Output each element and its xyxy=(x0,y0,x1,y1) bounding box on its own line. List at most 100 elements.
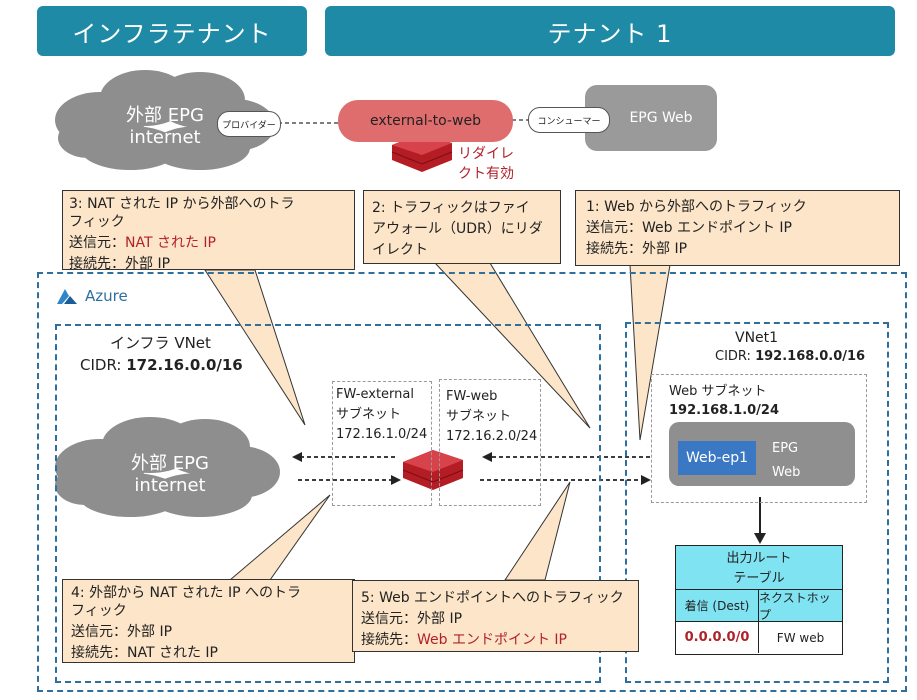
fw-external-subnet xyxy=(332,381,432,506)
route-row-next: FW web xyxy=(759,622,842,653)
infra-vnet-label: インフラ VNet xyxy=(110,332,211,354)
route-arrow-head xyxy=(754,533,766,544)
web-subnet-title: Web サブネット xyxy=(669,384,767,399)
infra-cidr: CIDR: 172.16.0.0/16 xyxy=(80,356,243,374)
callout-5-dst-value: Web エンドポイント IP xyxy=(417,632,567,648)
callout-2-line2: アウォール（UDR）にリダ xyxy=(372,221,543,237)
fw-external-subnet-text: サブネット xyxy=(336,407,402,422)
fw-external-title: FW-external xyxy=(336,387,414,402)
redirect-enabled-label: リダイレ クト有効 xyxy=(458,144,514,184)
vnet1-label: VNet1 xyxy=(735,330,778,346)
traffic-arrows xyxy=(298,456,650,481)
consumer-label: コンシューマー xyxy=(528,107,610,133)
vnet1-cidr-value: 192.168.0.0/16 xyxy=(755,349,866,364)
route-col-next-text: ネクストホップ xyxy=(759,590,831,622)
tenant1-banner: テナント 1 xyxy=(325,6,895,56)
azure-label: Azure xyxy=(55,287,128,305)
azure-logo-icon xyxy=(57,289,77,304)
fw-web-label: FW-web サブネット 172.16.2.0/24 xyxy=(446,387,537,447)
infra-cidr-label: CIDR: xyxy=(80,356,127,374)
route-table-columns: 着信 (Dest) ネクストホップ xyxy=(676,590,842,622)
consumer-text: コンシューマー xyxy=(537,116,601,127)
callout-4-line4: 接続先：NAT された IP xyxy=(71,645,218,661)
vnet1-box xyxy=(625,322,889,683)
route-table-header: 出力ルート テーブル xyxy=(676,546,842,590)
callout-3: 3: NAT された IP から外部へのトラ フィック 送信元：NAT された … xyxy=(62,190,355,272)
route-table: 出力ルート テーブル 着信 (Dest) ネクストホップ 0.0.0.0/0 F… xyxy=(675,545,843,655)
external-epg-internet: internet xyxy=(129,127,201,148)
redirect-line2: クト有効 xyxy=(458,166,514,182)
infra-tenant-banner: インフラテナント xyxy=(37,6,307,56)
contract-external-to-web: external-to-web xyxy=(338,100,513,142)
callout-3-dst: 接続先：外部 IP xyxy=(69,256,171,272)
vnet1-title: VNet1 xyxy=(735,330,779,346)
callout-5-dst-label: 接続先： xyxy=(361,632,417,648)
contract-text: external-to-web xyxy=(370,113,481,129)
web-inner-text: Web xyxy=(772,465,801,480)
callout-2-line1: 2: トラフィックはファイ xyxy=(372,200,530,216)
infra-tenant-title: インフラテナント xyxy=(72,19,272,48)
callout-5: 5: Web エンドポイントへのトラフィック 送信元：外部 IP 接続先：Web… xyxy=(352,580,639,652)
callout-5-dst: 接続先：Web エンドポイント IP xyxy=(361,630,630,651)
azure-text: Azure xyxy=(85,287,128,305)
callout-1: 1: Web から外部へのトラフィック 送信元：Web エンドポイント IP 接… xyxy=(575,190,900,266)
azure-container xyxy=(37,272,907,692)
route-col-dest-text: 着信 (Dest) xyxy=(684,599,750,613)
callout-3-line2: フィック xyxy=(69,214,125,230)
web-ep1-box: Web-ep1 xyxy=(678,441,756,475)
route-row-next-text: FW web xyxy=(776,630,825,645)
web-subnet-cidr: 192.168.1.0/24 xyxy=(669,403,780,418)
top-external-epg-label: 外部 EPG internet xyxy=(100,105,230,149)
infra-external-epg-text: 外部 EPG xyxy=(131,453,209,474)
firewall-icon-middle xyxy=(402,450,464,490)
fw-web-cidr: 172.16.2.0/24 xyxy=(446,429,538,444)
epg-inner-text: EPG xyxy=(772,441,799,456)
callout-2: 2: トラフィックはファイ アウォール（UDR）にリダ イレクト xyxy=(363,190,561,264)
route-col-next: ネクストホップ xyxy=(759,590,842,622)
route-col-dest: 着信 (Dest) xyxy=(676,590,759,622)
vnet1-cidr: CIDR: 192.168.0.0/16 xyxy=(715,349,865,364)
route-row-dest-text: 0.0.0.0/0 xyxy=(684,630,750,645)
route-table-title2: テーブル xyxy=(733,571,785,586)
infra-vnet-title: インフラ VNet xyxy=(110,334,211,352)
epg-web-inner-label: EPG Web xyxy=(772,437,800,485)
callout-1-line1: 1: Web から外部へのトラフィック xyxy=(586,199,807,215)
infra-external-epg-label: 外部 EPG internet xyxy=(105,453,235,497)
callout-1-line2: 送信元：Web エンドポイント IP xyxy=(586,220,792,236)
epg-web-text: EPG Web xyxy=(629,110,693,126)
callout-5-line1: 5: Web エンドポイントへのトラフィック xyxy=(361,590,624,606)
callout-2-line3: イレクト xyxy=(372,242,428,258)
fw-external-cidr: 172.16.1.0/24 xyxy=(336,427,428,442)
fw-external-label: FW-external サブネット 172.16.1.0/24 xyxy=(336,385,427,445)
web-ep1-text: Web-ep1 xyxy=(686,450,748,466)
route-table-row: 0.0.0.0/0 FW web xyxy=(676,622,842,653)
vnet1-cidr-label: CIDR: xyxy=(715,349,756,364)
fw-web-subnet-text: サブネット xyxy=(446,409,512,424)
route-row-dest: 0.0.0.0/0 xyxy=(676,622,759,653)
infra-vnet-box xyxy=(55,324,601,683)
redirect-line1: リダイレ xyxy=(458,146,514,162)
callout-tails xyxy=(204,262,671,581)
callout-3-src-value: NAT された IP xyxy=(125,235,216,251)
web-subnet-label: Web サブネット 192.168.1.0/24 xyxy=(669,382,779,420)
tenant1-title: テナント 1 xyxy=(547,19,673,48)
provider-label: プロバイダー xyxy=(217,111,281,137)
infra-external-cloud xyxy=(55,417,280,517)
callout-5-line2: 送信元：外部 IP xyxy=(361,611,463,627)
route-table-title1: 出力ルート xyxy=(726,551,792,566)
arrow-heads xyxy=(292,452,651,485)
callout-3-src-label: 送信元： xyxy=(69,235,125,251)
fw-web-title: FW-web xyxy=(446,389,498,404)
fw-web-subnet xyxy=(439,379,541,506)
callout-3-src: 送信元：NAT された IP xyxy=(69,233,348,254)
infra-cidr-value: 172.16.0.0/16 xyxy=(126,356,243,374)
callout-3-line1: 3: NAT された IP から外部へのトラ xyxy=(69,196,295,212)
external-epg-text: 外部 EPG xyxy=(126,105,204,126)
web-subnet-box xyxy=(651,374,867,503)
callout-4-line2: フィック xyxy=(71,603,127,619)
provider-text: プロバイダー xyxy=(222,120,276,131)
callout-1-line3: 接続先：外部 IP xyxy=(586,241,688,257)
callout-4-line1: 4: 外部から NAT された IP へのトラ xyxy=(71,585,301,601)
epg-web-box: EPG Web xyxy=(585,85,717,151)
infra-external-epg-internet: internet xyxy=(134,475,206,496)
